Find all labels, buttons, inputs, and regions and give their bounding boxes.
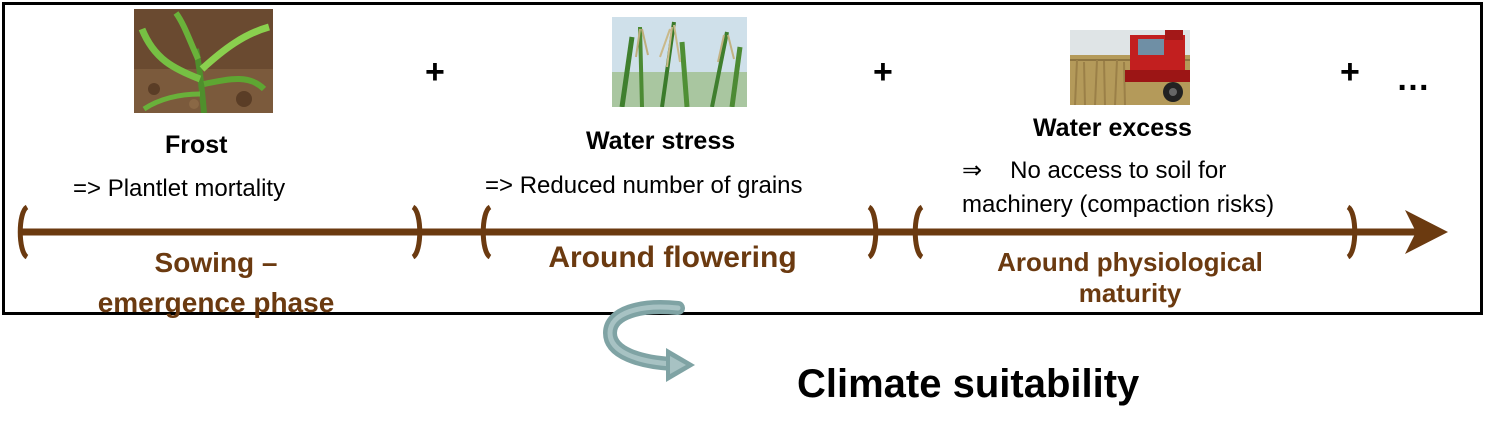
implies-symbol: ⇒	[962, 157, 983, 184]
phase-sowing-emergence: Sowing – emergence phase	[76, 243, 356, 323]
bracket-close	[867, 204, 879, 260]
phase-line-2: maturity	[1078, 278, 1182, 308]
effect-reduced-grains: => Reduced number of grains	[485, 172, 803, 199]
phase-physiological-maturity: Around physiological maturity	[970, 247, 1290, 309]
phase-line-1: Sowing –	[154, 247, 278, 278]
phase-line-1: Around physiological	[997, 247, 1263, 277]
bracket-open	[480, 204, 492, 260]
bracket-close	[1346, 204, 1358, 260]
timeline-arrowhead	[1405, 210, 1448, 254]
plus-sign: +	[1340, 53, 1360, 91]
phase-line-1: Around flowering	[548, 241, 797, 274]
diagram-frame	[2, 2, 1483, 315]
plus-sign: +	[425, 53, 445, 91]
corn-tassel-photo	[612, 17, 747, 107]
effect-plantlet-mortality: => Plantlet mortality	[73, 175, 286, 202]
hazard-frost: Frost	[165, 131, 228, 159]
ellipsis: …	[1396, 60, 1432, 98]
effect-line-1: No access to soil for	[1010, 157, 1227, 184]
bracket-open	[17, 204, 29, 260]
corn-seedling-photo	[134, 9, 273, 113]
hazard-water-excess: Water excess	[1033, 114, 1192, 142]
climate-suitability-label: Climate suitability	[797, 362, 1140, 406]
hazard-water-stress: Water stress	[586, 127, 736, 155]
bracket-close	[411, 204, 423, 260]
cycle-arrow-icon	[602, 300, 695, 382]
plus-sign: +	[873, 53, 893, 91]
effect-no-soil-access: ⇒ No access to soil for machinery (compac…	[962, 154, 1274, 222]
bracket-open	[912, 204, 924, 260]
combine-harvester-photo	[1070, 30, 1190, 105]
effect-line-2: machinery (compaction risks)	[962, 191, 1275, 218]
phase-around-flowering: Around flowering	[520, 240, 825, 276]
phase-line-2: emergence phase	[97, 287, 335, 318]
